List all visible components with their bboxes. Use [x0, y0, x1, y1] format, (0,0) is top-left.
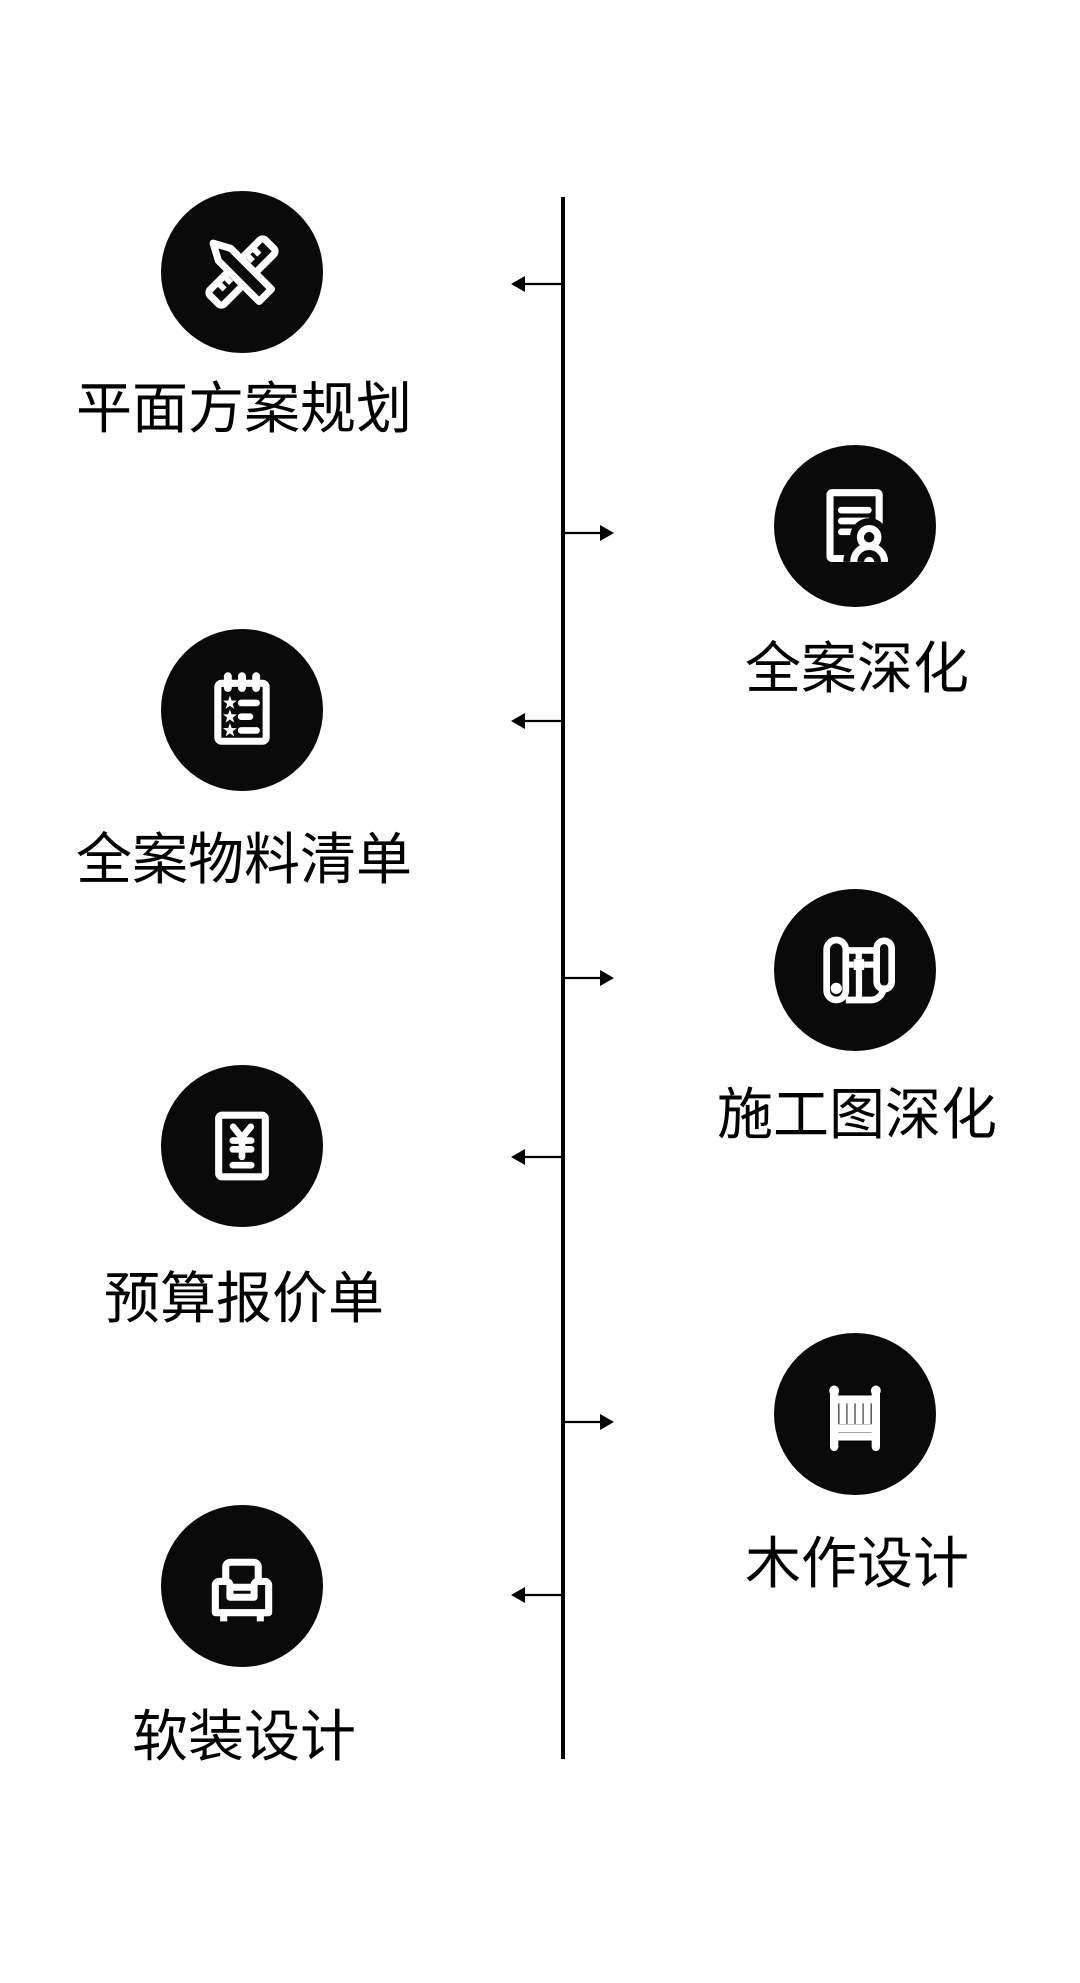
pencil-ruler-icon: [205, 235, 279, 309]
node-materials-list: [161, 629, 323, 791]
blueprint-icon: [823, 936, 896, 1004]
arrow-right-3-icon: [562, 1414, 614, 1430]
arrow-left-2-icon: [511, 713, 563, 729]
document-person-icon: [826, 489, 895, 563]
yuan-invoice-icon: [215, 1111, 269, 1181]
label-soft-furnishing-design: 软装设计: [132, 1705, 356, 1768]
arrow-right-2-icon: [562, 970, 614, 986]
label-construction-drawing-deepening: 施工图深化: [717, 1083, 997, 1146]
arrow-right-1-icon: [562, 525, 614, 541]
node-full-case-deepening: [774, 445, 936, 607]
node-budget-quotation: [161, 1065, 323, 1227]
node-soft-furnishing-design: [161, 1505, 323, 1667]
crib-icon: [829, 1385, 881, 1452]
armchair-icon: [211, 1558, 273, 1622]
label-full-case-deepening: 全案深化: [745, 637, 969, 700]
node-floor-plan-planning: [161, 191, 323, 353]
node-woodwork-design: [774, 1333, 936, 1495]
arrow-left-4-icon: [511, 1587, 563, 1603]
arrow-left-3-icon: [511, 1149, 563, 1165]
checklist-icon: [214, 672, 270, 745]
label-floor-plan-planning: 平面方案规划: [76, 377, 412, 440]
label-woodwork-design: 木作设计: [745, 1532, 969, 1595]
label-materials-list: 全案物料清单: [76, 828, 412, 891]
label-budget-quotation: 预算报价单: [104, 1267, 384, 1330]
arrow-left-1-icon: [511, 276, 563, 292]
node-construction-drawing-deepening: [774, 889, 936, 1051]
